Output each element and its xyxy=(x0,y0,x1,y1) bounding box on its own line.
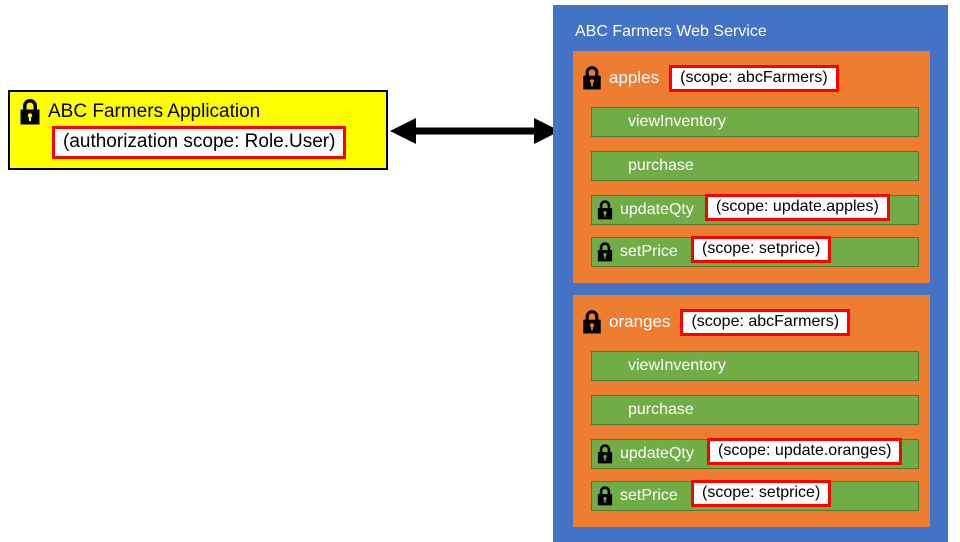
method-label: updateQty xyxy=(620,445,694,462)
resource-name-oranges: oranges xyxy=(609,312,671,331)
method-row[interactable]: viewInventory xyxy=(591,351,919,381)
lock-icon xyxy=(18,98,42,126)
bidirectional-connector xyxy=(390,108,560,154)
method-label: viewInventory xyxy=(628,113,726,130)
lock-icon xyxy=(581,65,603,91)
resource-card-apples: apples (scope: abcFarmers) viewInventory… xyxy=(573,51,930,283)
client-application-title: ABC Farmers Application xyxy=(48,101,261,122)
method-label: updateQty xyxy=(620,201,694,218)
resource-name-apples: apples xyxy=(609,68,660,87)
lock-icon xyxy=(596,199,614,221)
method-label: purchase xyxy=(628,157,694,174)
resource-header-apples: apples (scope: abcFarmers) xyxy=(581,61,839,95)
method-scope-badge: (scope: setprice) xyxy=(691,480,832,507)
web-service-title: ABC Farmers Web Service xyxy=(575,23,767,40)
method-label: purchase xyxy=(628,401,694,418)
method-row[interactable]: purchase xyxy=(591,151,919,181)
method-row[interactable]: viewInventory xyxy=(591,107,919,137)
resource-scope-badge-oranges: (scope: abcFarmers) xyxy=(680,308,851,336)
lock-icon xyxy=(581,309,603,335)
client-application-box: ABC Farmers Application (authorization s… xyxy=(8,90,388,170)
lock-icon xyxy=(596,241,614,263)
method-scope-badge: (scope: setprice) xyxy=(691,236,832,263)
method-scope-badge: (scope: update.apples) xyxy=(705,194,890,221)
method-row[interactable]: purchase xyxy=(591,395,919,425)
method-scope-badge: (scope: update.oranges) xyxy=(707,438,903,465)
resource-scope-badge-apples: (scope: abcFarmers) xyxy=(669,64,839,92)
web-service-panel: ABC Farmers Web Service apples (scope: a… xyxy=(553,5,948,542)
resource-header-oranges: oranges (scope: abcFarmers) xyxy=(581,305,851,339)
resource-card-oranges: oranges (scope: abcFarmers) viewInventor… xyxy=(573,295,930,527)
method-label: viewInventory xyxy=(628,357,726,374)
lock-icon xyxy=(596,443,614,465)
client-authorization-scope-badge: (authorization scope: Role.User) xyxy=(52,126,347,159)
lock-icon xyxy=(596,485,614,507)
method-label: setPrice xyxy=(620,243,678,260)
method-label: setPrice xyxy=(620,487,678,504)
double-headed-arrow-icon xyxy=(390,118,560,144)
client-title-row: ABC Farmers Application xyxy=(18,98,260,126)
